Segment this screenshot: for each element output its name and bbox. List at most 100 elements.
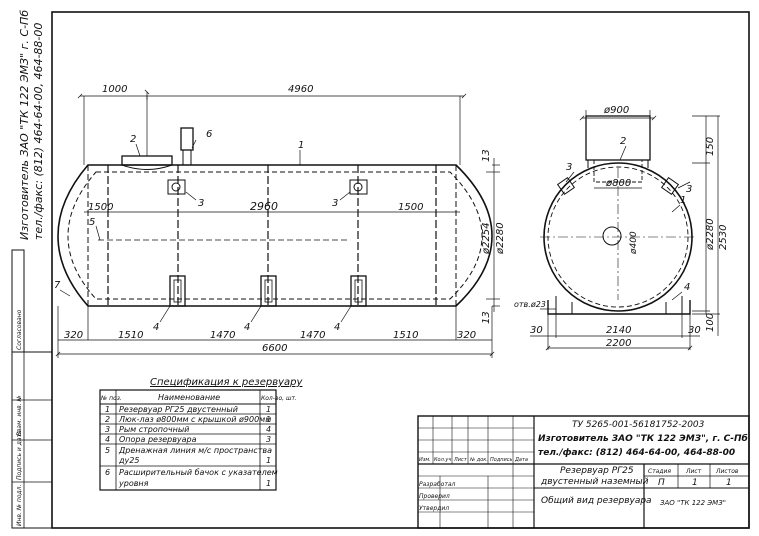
sheet-frame: [51, 11, 750, 529]
tb-product-name2: двустенный наземный: [540, 477, 649, 487]
dim-2280: ø2280: [495, 222, 506, 255]
spec-table: Спецификация к резервуару № поз. Наимено…: [99, 377, 304, 491]
lifting-lug: [167, 179, 186, 195]
side-phone: тел./факс: (812) 464-64-00, 464-88-00: [32, 23, 45, 240]
side-cell-agreed: Согласовано: [16, 309, 23, 350]
tank-inner-wall: [67, 171, 483, 300]
tank-shell: [57, 164, 493, 307]
spec-row-name-cont: ду25: [118, 456, 139, 465]
dim-1470-a: 1470: [210, 330, 235, 341]
callout-5: 5: [89, 217, 95, 228]
spec-row-name: Опора резервуара: [119, 435, 197, 444]
spec-row-qty: 1: [266, 479, 271, 488]
tb-sheet-label: Лист: [685, 468, 702, 475]
dim-2200: 2200: [606, 338, 631, 349]
end-callout-3a: 3: [566, 162, 572, 173]
hole-label: отв.ø23: [514, 300, 546, 309]
dim-30-left: 30: [530, 325, 543, 336]
expansion-tank: [180, 127, 194, 151]
tb-view-name: Общий вид резервуара: [541, 496, 652, 506]
dim-1510-right: 1510: [393, 330, 418, 341]
spec-row-pos: 1: [105, 405, 110, 414]
dim-1000: 1000: [102, 84, 127, 95]
tb-doc-code: ТУ 5265-001-56181752-2003: [572, 420, 705, 430]
tb-manufacturer: Изготовитель ЗАО "ТК 122 ЭМЗ", г. С-Пб: [538, 433, 748, 444]
side-manufacturer: Изготовитель ЗАО "ТК 122 ЭМЗ" г. С-Пб: [18, 10, 31, 240]
spec-row-name: Дренажная линия м/с пространства: [118, 446, 272, 455]
side-cell-sign: Подпись и дата: [16, 430, 23, 480]
callout-4b: 4: [244, 322, 250, 333]
dim-800: ø800: [605, 178, 631, 189]
spec-row-pos: 3: [105, 425, 110, 434]
tb-sheets-label: Листов: [715, 468, 739, 475]
spec-row-pos: 5: [105, 446, 110, 455]
manhole: [121, 155, 173, 166]
tb-col-change: Изм.: [419, 457, 431, 463]
callout-3a: 3: [198, 198, 204, 209]
lifting-lug: [349, 179, 368, 195]
tb-stage: П: [658, 478, 665, 488]
dim-2254: ø2254: [481, 222, 492, 255]
dim-100: 100: [705, 313, 716, 332]
drain-opening: [602, 226, 622, 246]
spec-title: Спецификация к резервуару: [150, 377, 304, 388]
title-block: Изм. Кол.уч Лист № док. Подпись Дата Раз…: [417, 415, 750, 529]
spec-row-pos: 4: [105, 435, 110, 444]
callout-6: 6: [206, 129, 212, 140]
callout-7: 7: [54, 280, 61, 291]
spec-header-qty: Кол-во, шт.: [261, 395, 297, 402]
dim-13-top: 13: [481, 149, 492, 162]
support: [260, 275, 277, 307]
tb-sheets: 1: [726, 478, 732, 488]
callout-1: 1: [298, 140, 304, 151]
tb-role-check: Проверил: [419, 493, 450, 500]
dim-13-bottom: 13: [481, 311, 492, 324]
tb-sheet: 1: [692, 478, 698, 488]
callout-4c: 4: [334, 322, 340, 333]
end-callout-4: 4: [684, 282, 690, 293]
dim-1500-right: 1500: [398, 202, 423, 213]
tb-col-date: Дата: [514, 457, 528, 463]
end-manhole: [585, 115, 651, 161]
spec-header-name: Наименование: [158, 393, 220, 402]
end-callout-1: 1: [680, 195, 686, 206]
dim-1500-left: 1500: [88, 202, 113, 213]
end-support: [547, 300, 691, 315]
tb-org: ЗАО "ТК 122 ЭМЗ": [660, 499, 726, 507]
dim-150: 150: [705, 137, 716, 156]
callout-3b: 3: [332, 198, 338, 209]
dim-2140: 2140: [606, 325, 631, 336]
callout-2: 2: [130, 134, 136, 145]
support: [169, 275, 186, 307]
dim-1510-left: 1510: [118, 330, 143, 341]
dim-6600: 6600: [262, 343, 287, 354]
end-callout-2: 2: [620, 136, 626, 147]
tb-role-approve: Утвердил: [419, 505, 449, 512]
dim-2960: 2960: [250, 200, 278, 213]
dim-900: ø900: [603, 105, 629, 116]
spec-row-qty: 1: [266, 415, 271, 424]
dim-2530: 2530: [718, 225, 729, 250]
dim-30-right: 30: [688, 325, 701, 336]
dim-320-left: 320: [64, 330, 83, 341]
tb-col-sign: Подпись: [490, 457, 513, 463]
side-view: 1000 4960 1500 2960 1500 320 1510 1470 1…: [54, 84, 506, 358]
side-cell-inv: Инв. № подл.: [16, 485, 23, 526]
tb-role-dev: Разработал: [419, 481, 456, 488]
dim-320-right: 320: [457, 330, 476, 341]
tb-col-doc: № док.: [469, 457, 488, 463]
spec-row-name: Люк-лаз ø800мм с крышкой ø900мм: [118, 415, 271, 424]
spec-row-pos: 6: [105, 468, 110, 477]
spec-row-qty: 1: [266, 456, 271, 465]
dim-400: ø400: [629, 231, 639, 255]
tb-col-sheet: Лист: [453, 457, 468, 463]
end-callout-3b: 3: [686, 184, 692, 195]
tb-col-count: Кол.уч: [434, 457, 451, 463]
spec-header-pos: № поз.: [100, 395, 122, 402]
tb-phone: тел./факс: (812) 464-64-00, 464-88-00: [538, 448, 735, 458]
spec-row-qty: 3: [266, 435, 271, 444]
spec-row-pos: 2: [105, 415, 110, 424]
spec-row-name: Резервуар РГ25 двустенный: [119, 405, 238, 414]
spec-row-name-cont: уровня: [118, 479, 149, 488]
